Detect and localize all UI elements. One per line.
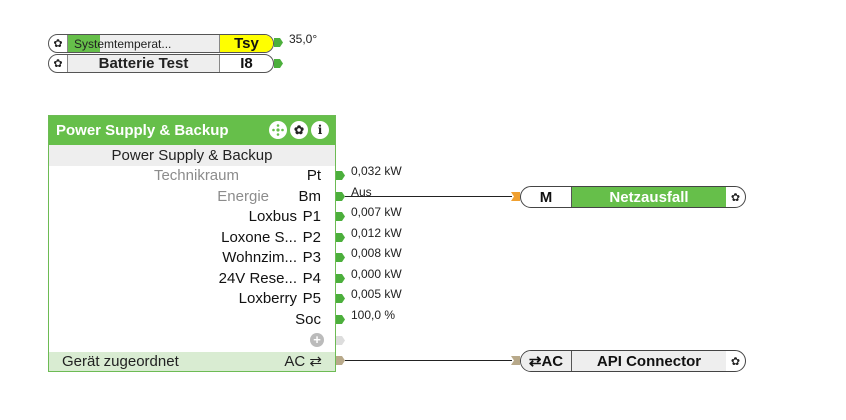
row-code-p3: P3: [302, 249, 321, 266]
block-code: M: [539, 188, 553, 206]
value-soc: 100,0 %: [351, 308, 396, 322]
move-icon[interactable]: [269, 121, 287, 139]
row-label-loxberry: Loxberry: [238, 290, 297, 307]
block-name: API Connector: [571, 351, 726, 371]
input-block-batterie-test[interactable]: ✿ Batterie Test I8: [48, 54, 274, 73]
assigned-device-row[interactable]: Gerät zugeordnet AC ⇄: [49, 352, 335, 371]
row-code-p2: P2: [302, 229, 321, 246]
block-name: Systemtemperat...: [67, 35, 219, 52]
output-port-empty[interactable]: [336, 336, 345, 345]
value-p1: 0,007 kW: [351, 205, 402, 219]
output-port-p4[interactable]: [336, 274, 345, 283]
add-output-button[interactable]: +: [310, 333, 324, 347]
output-port-p3[interactable]: [336, 253, 345, 262]
value-p3: 0,008 kW: [351, 246, 402, 260]
gear-icon[interactable]: ✿: [730, 191, 741, 204]
value-bm: Aus: [351, 185, 372, 199]
block-name: Netzausfall: [571, 187, 726, 207]
gear-icon[interactable]: ✿: [53, 38, 63, 50]
netzausfall-block[interactable]: M Netzausfall ✿: [520, 186, 746, 208]
output-port-p2[interactable]: [336, 233, 345, 242]
output-port-soc[interactable]: [336, 315, 345, 324]
value-p4: 0,000 kW: [351, 267, 402, 281]
output-port-bm[interactable]: [336, 192, 345, 201]
output-value: 35,0°: [289, 32, 318, 46]
gear-icon[interactable]: ✿: [53, 58, 63, 70]
block-code: Tsy: [219, 35, 273, 52]
row-code-pt: Pt: [306, 167, 321, 184]
api-connector-block[interactable]: ⇄AC API Connector ✿: [520, 350, 746, 372]
row-label-technikraum: Technikraum: [153, 167, 239, 184]
input-port-api[interactable]: [511, 356, 520, 365]
value-p2: 0,012 kW: [351, 226, 402, 240]
gear-icon[interactable]: ✿: [730, 355, 741, 368]
output-port-pt[interactable]: [336, 171, 345, 180]
row-label-loxone: Loxone S...: [221, 229, 297, 246]
block-title: Power Supply & Backup: [56, 122, 229, 139]
value-p5: 0,005 kW: [351, 287, 402, 301]
row-code-p5: P5: [302, 290, 321, 307]
power-supply-backup-block[interactable]: Power Supply & Backup ✿ i Power Supply &…: [48, 115, 336, 372]
row-label-energie: Energie: [217, 188, 269, 205]
input-block-systemtemperatur[interactable]: ✿ Systemtemperat... Tsy: [48, 34, 274, 53]
output-port-p5[interactable]: [336, 294, 345, 303]
row-code-p1: P1: [302, 208, 321, 225]
row-label-loxbus: Loxbus: [248, 208, 297, 225]
row-code-bm: Bm: [298, 188, 322, 205]
row-code-soc: Soc: [295, 311, 321, 328]
row-label-24v: 24V Rese...: [218, 270, 297, 287]
block-name: Batterie Test: [67, 55, 219, 72]
output-port-p1[interactable]: [336, 212, 345, 221]
assigned-device-code: AC ⇄: [284, 353, 322, 370]
block-code: I8: [219, 55, 273, 72]
gear-icon[interactable]: ✿: [290, 121, 308, 139]
row-code-p4: P4: [302, 270, 321, 287]
output-port[interactable]: [274, 59, 283, 68]
block-header[interactable]: Power Supply & Backup ✿ i: [49, 116, 335, 145]
value-pt: 0,032 kW: [351, 164, 402, 178]
output-port[interactable]: [274, 38, 283, 47]
row-label-wohnzimmer: Wohnzim...: [222, 249, 297, 266]
block-code: ⇄AC: [521, 351, 571, 371]
block-subtitle: Power Supply & Backup: [49, 145, 335, 166]
output-port-ac[interactable]: [336, 356, 345, 365]
info-icon[interactable]: i: [311, 121, 329, 139]
input-port-netzausfall[interactable]: [511, 192, 520, 201]
assigned-device-label: Gerät zugeordnet: [62, 353, 179, 370]
